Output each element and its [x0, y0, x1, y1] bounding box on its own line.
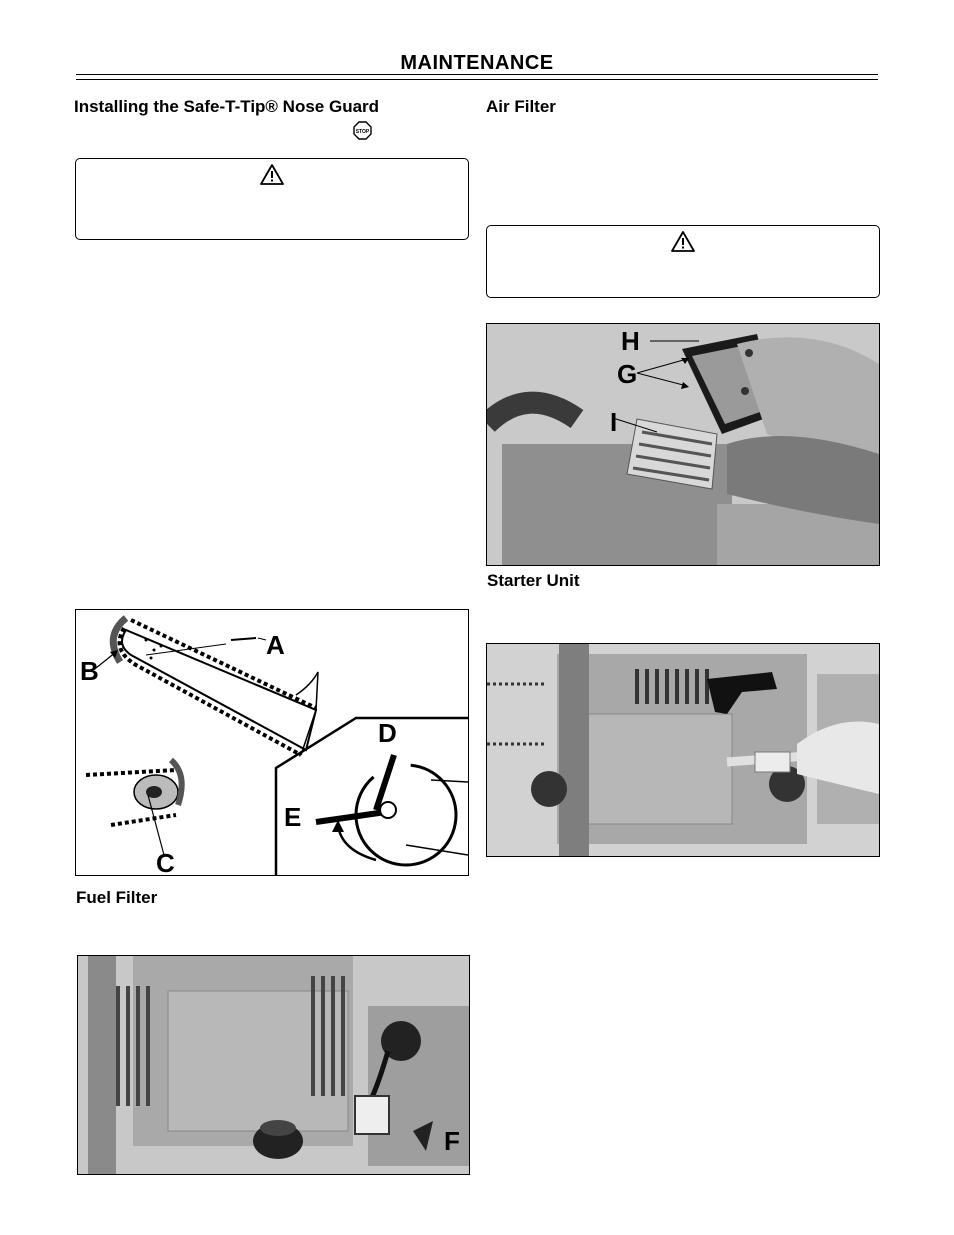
air-filter-heading: Air Filter [486, 97, 556, 116]
page-title: MAINTENANCE [400, 52, 554, 74]
fuel-filter-illustration: F [78, 956, 469, 1174]
air-filter-illustration: H G I [487, 324, 879, 565]
callout-d: D [378, 718, 397, 748]
callout-h: H [621, 326, 640, 356]
callout-a: A [266, 630, 285, 660]
stop-sign-icon: STOP [353, 121, 372, 140]
nose-guard-heading: Installing the Safe-T-Tip® Nose Guard [74, 97, 380, 116]
warning-triangle-icon [670, 230, 696, 258]
warning-triangle-icon [259, 163, 285, 191]
air-filter-warning-box [486, 225, 880, 298]
starter-unit-illustration [487, 644, 879, 856]
fuel-filter-photo: F [77, 955, 470, 1175]
fuel-filter-heading: Fuel Filter [76, 888, 158, 907]
nose-guard-warning-box [75, 158, 469, 240]
callout-e: E [284, 802, 301, 832]
callout-c: C [156, 848, 175, 875]
stop-sign-text: STOP [356, 129, 370, 135]
callout-b: B [80, 656, 99, 686]
header-rule-thin [76, 79, 878, 80]
callout-i: I [610, 407, 617, 437]
header-rule [76, 74, 878, 75]
callout-f: F [444, 1126, 460, 1156]
starter-unit-heading: Starter Unit [487, 571, 580, 590]
starter-unit-photo [486, 643, 880, 857]
chain-nose-guard-figure: A B C D E [75, 609, 469, 876]
chain-bar-illustration: A B C D E [80, 615, 468, 875]
air-filter-photo: H G I [486, 323, 880, 566]
callout-g: G [617, 359, 637, 389]
